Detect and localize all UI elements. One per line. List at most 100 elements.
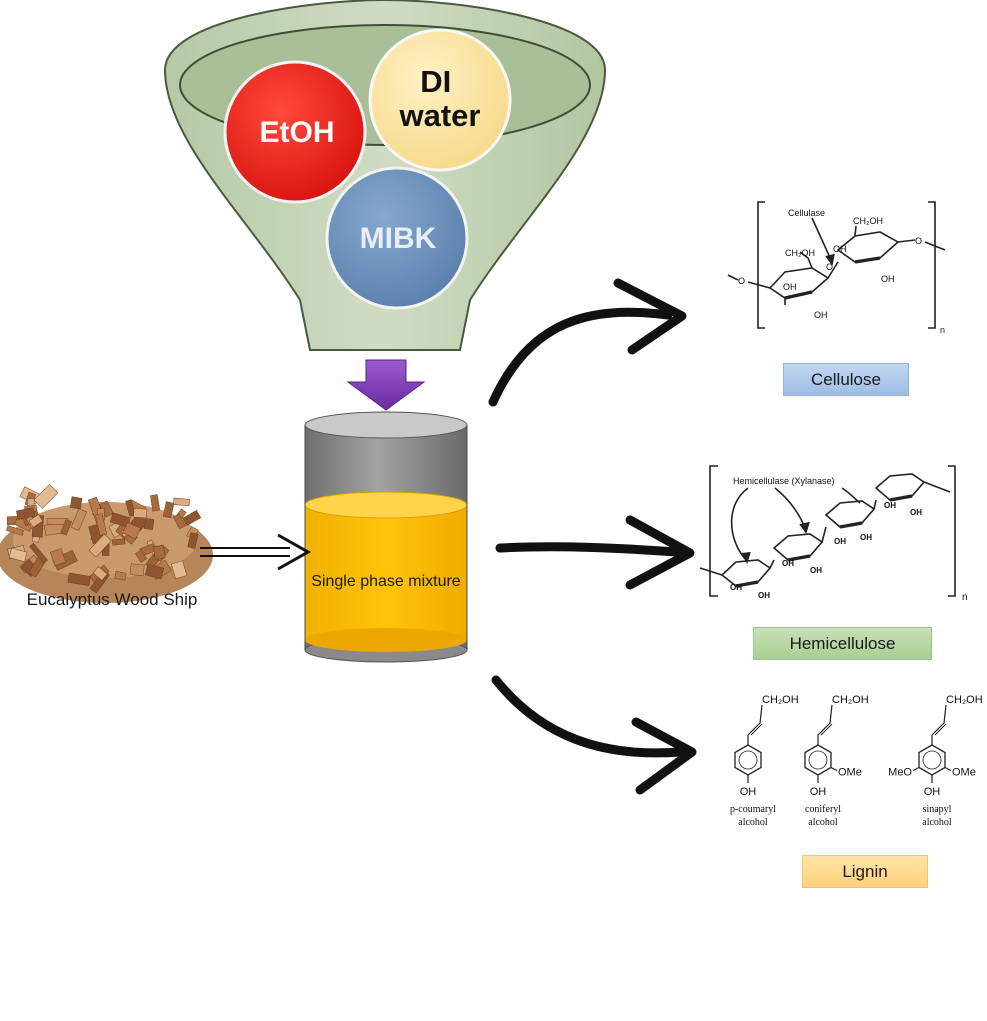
di-water-circle [368, 28, 512, 172]
di-water-label: DI water [399, 64, 481, 133]
di-water-line2: water [399, 98, 481, 133]
svg-text:OH: OH [758, 591, 770, 600]
wood-chip [143, 517, 155, 531]
wood-chip [6, 525, 24, 536]
svg-text:OH: OH [884, 501, 896, 510]
svg-text:OH: OH [730, 583, 742, 592]
down-arrow-icon [346, 359, 426, 411]
arrow-to-cellulose-icon [488, 278, 687, 407]
svg-text:n: n [962, 592, 968, 603]
lignin-name-line1: sinapyl [923, 804, 952, 815]
wood-chip [88, 533, 112, 558]
lignin-top-group: CH₂OH [762, 694, 799, 706]
wood-chip [135, 549, 147, 563]
wood-chip [172, 513, 186, 530]
wood-chip [111, 538, 126, 546]
wood-chip [150, 494, 161, 512]
aromatic-circle [738, 750, 758, 770]
wood-chip [109, 512, 131, 528]
lignin-top-group: CH₂OH [946, 694, 983, 706]
wood-chip [95, 513, 107, 536]
wood-chip [182, 509, 202, 527]
wood-chip [60, 519, 72, 536]
etoh-circle [223, 60, 367, 204]
lignin-bottom-group: OH [810, 786, 827, 798]
lignin-name-line1: coniferyl [805, 804, 841, 815]
hemicellulose-label: Hemicellulose [753, 627, 932, 660]
wood-chip [29, 542, 48, 564]
wood-chip [114, 570, 127, 581]
mixing-vessel: Single phase mixture [304, 411, 468, 663]
lignin-bottom-group: OH [740, 786, 757, 798]
wood-chip [8, 547, 28, 563]
svg-text:OH: OH [833, 244, 847, 254]
svg-text:O: O [826, 262, 833, 272]
cellulose-structure [727, 201, 946, 329]
lignin-left-group: MeO [888, 767, 912, 779]
lignin-right-group: OMe [838, 767, 862, 779]
vessel-liquid [305, 505, 467, 640]
cellulose-labels: Cellulase CH₂OH CH₂OH OH OH OH OH O O O … [738, 208, 945, 335]
hemicellulose-structure [699, 465, 956, 597]
mibk-label: MIBK [360, 222, 437, 255]
svg-text:OH: OH [783, 282, 797, 292]
aromatic-circle [922, 750, 942, 770]
wood-chips-image [0, 484, 213, 603]
wood-chips [6, 484, 202, 594]
side-chain [931, 704, 947, 745]
lignin-monomers: CH₂OH OH p-coumaryl alcohol CH₂OH OH OMe conife… [730, 694, 983, 828]
svg-text:O: O [915, 236, 922, 246]
wood-chip [173, 497, 190, 507]
solvent-di-water: DI water [368, 28, 512, 172]
di-water-line1: DI [420, 64, 451, 99]
lignin-name-line2: alcohol [808, 817, 838, 828]
lignin-name-line2: alcohol [738, 817, 768, 828]
svg-text:OH: OH [834, 537, 846, 546]
lignin-bottom-group: OH [924, 786, 941, 798]
lignin-name-line2: alcohol [922, 817, 952, 828]
etoh-label: EtOH [260, 116, 335, 149]
wood-label: Eucalyptus Wood Ship [27, 590, 198, 609]
wood-chip [69, 496, 83, 510]
feed-arrow-icon [200, 533, 312, 571]
lignin-name-line1: p-coumaryl [730, 804, 776, 815]
solvent-etoh: EtOH [223, 60, 367, 204]
svg-text:CH₂OH: CH₂OH [853, 216, 883, 226]
hemicellulose-enzyme-label: Hemicellulase (Xylanase) [733, 476, 835, 486]
lignin-label: Lignin [802, 855, 928, 888]
vessel-top [304, 411, 468, 439]
lignin-top-group: CH₂OH [832, 694, 869, 706]
svg-text:OH: OH [810, 566, 822, 575]
wood-chip [125, 499, 136, 517]
svg-text:OH: OH [814, 310, 828, 320]
solvent-mibk: MIBK [325, 166, 469, 310]
wood-chip [153, 544, 166, 560]
lignin-monomer: CH₂OH OH p-coumaryl alcohol [730, 694, 799, 828]
side-chain [817, 704, 833, 745]
svg-text:CH₂OH: CH₂OH [785, 248, 815, 258]
lignin-right-group: OMe [952, 767, 976, 779]
wood-chip [67, 572, 91, 586]
svg-text:OH: OH [881, 274, 895, 284]
wood-chip [187, 532, 199, 549]
wood-chip [70, 508, 87, 531]
svg-text:OH: OH [782, 559, 794, 568]
svg-text:OH: OH [860, 533, 872, 542]
cellulose-label: Cellulose [783, 363, 909, 396]
svg-text:OH: OH [910, 508, 922, 517]
wood-chip [171, 560, 188, 580]
liquid-surface [304, 491, 468, 519]
side-chain [747, 704, 763, 745]
vessel-label: Single phase mixture [311, 573, 461, 590]
wood-chip [92, 566, 108, 581]
arrow-to-lignin-icon [491, 675, 697, 795]
aromatic-circle [808, 750, 828, 770]
liquid-bottom [305, 628, 467, 652]
hemicellulose-labels: Hemicellulase (Xylanase) OH OH OH OH OH … [730, 476, 968, 603]
wood-chip [28, 514, 44, 528]
wood-chip [122, 522, 141, 540]
svg-text:O: O [738, 276, 745, 286]
wood-chip [129, 563, 145, 577]
wood-chip [162, 501, 175, 519]
